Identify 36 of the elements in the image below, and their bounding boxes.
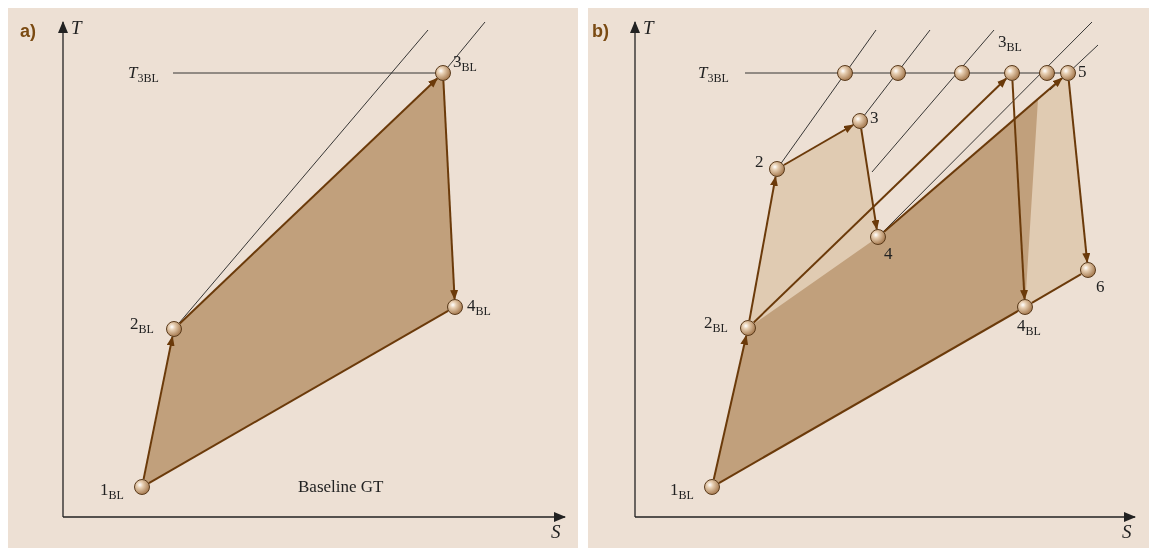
point-label: 6 [1096, 278, 1105, 295]
process-line [147, 310, 450, 484]
point-label: 4 [884, 245, 893, 262]
point-label: 1$_{BL}$ [670, 481, 694, 502]
temperature-label: T$_{3BL}$ [698, 64, 729, 85]
temperature-label: T$_{3BL}$ [128, 64, 159, 85]
point-label: 4$_{BL}$ [1017, 317, 1041, 338]
process-arrow [752, 77, 1008, 324]
process-line [1030, 273, 1083, 304]
process-arrow [142, 335, 175, 481]
process-arrow [860, 127, 880, 231]
point-label: 2$_{BL}$ [130, 315, 154, 336]
point-label: 2 [755, 153, 764, 170]
point-label: 3$_{BL}$ [998, 33, 1022, 54]
axis-label: T [71, 18, 82, 37]
point-label: 2$_{BL}$ [704, 314, 728, 335]
point-label: 3 [870, 109, 879, 126]
point-label: 5 [1078, 63, 1087, 80]
process-arrow [178, 77, 439, 325]
process-arrow [442, 80, 459, 300]
axis-label: S [551, 522, 561, 541]
axis-label: S [1122, 522, 1132, 541]
process-arrow [782, 124, 855, 166]
panel-letter: b) [592, 22, 609, 40]
process-arrow [1067, 79, 1091, 264]
process-arrow [748, 175, 778, 322]
process-arrow [1011, 80, 1029, 300]
axis-label: T [643, 18, 654, 37]
process-arrow [883, 77, 1063, 233]
point-label: 4$_{BL}$ [467, 297, 491, 318]
process-arrow [712, 334, 749, 481]
panel-letter: a) [20, 22, 36, 40]
point-label: 1$_{BL}$ [100, 481, 124, 502]
process-line [717, 310, 1020, 484]
point-label: 3$_{BL}$ [453, 53, 477, 74]
caption-text: Baseline GT [298, 478, 384, 495]
